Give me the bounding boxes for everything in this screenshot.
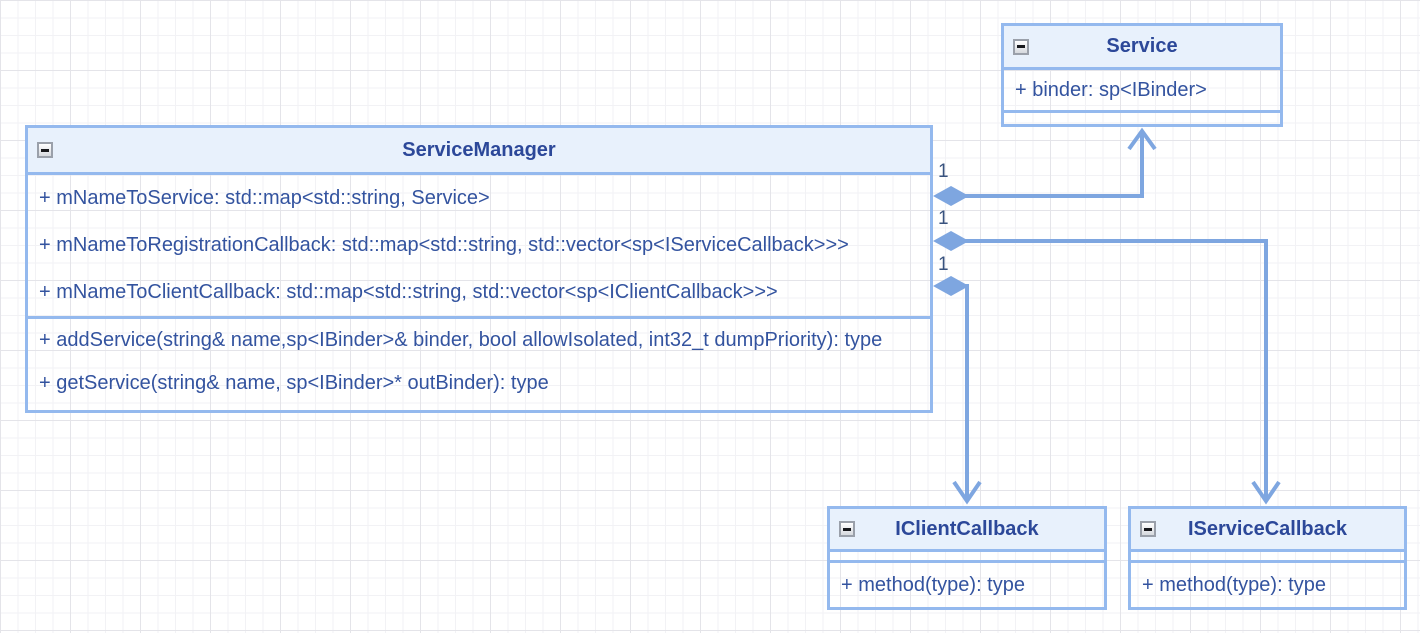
class-title[interactable]: Service [1106,35,1178,57]
open-arrowhead-down-icon [1251,480,1281,505]
open-arrowhead-up-icon [1127,127,1157,151]
collapse-icon[interactable] [37,142,53,158]
edge-line[interactable] [958,284,969,498]
aggregation-diamond-icon [933,276,969,296]
class-iclientcallback-header[interactable]: IClientCallback [830,509,1104,552]
method-row[interactable]: + method(type): type [841,573,1025,596]
aggregation-diamond-icon [933,231,969,251]
collapse-icon[interactable] [1140,521,1156,537]
collapse-icon[interactable] [1013,38,1029,55]
empty-methods-compartment [1004,110,1280,124]
method-row[interactable]: + method(type): type [1142,573,1326,596]
class-title[interactable]: IServiceCallback [1188,517,1347,540]
attribute-row[interactable]: + mNameToRegistrationCallback: std::map<… [39,234,849,256]
multiplicity-label-service[interactable]: 1 [938,161,949,182]
class-servicemanager[interactable]: ServiceManager + mNameToService: std::ma… [25,125,933,413]
empty-attributes-compartment [1131,552,1404,563]
class-iclientcallback[interactable]: IClientCallback + method(type): type [827,506,1107,610]
class-title[interactable]: ServiceManager [402,138,556,161]
class-service-header[interactable]: Service [1004,26,1280,70]
aggregation-diamond-icon [933,186,969,206]
edge-line[interactable] [960,133,1144,198]
multiplicity-label-iclientcallback[interactable]: 1 [938,254,949,275]
class-service[interactable]: Service + binder: sp<IBinder> [1001,23,1283,127]
class-title[interactable]: IClientCallback [895,517,1039,540]
edge-servicemanager-service[interactable] [933,127,1157,206]
attribute-row[interactable]: + mNameToClientCallback: std::map<std::s… [39,281,778,303]
collapse-icon[interactable] [839,521,855,537]
edge-servicemanager-iservicecallback[interactable] [933,231,1281,505]
class-servicemanager-header[interactable]: ServiceManager [28,128,930,175]
method-row[interactable]: + addService(string& name,sp<IBinder>& b… [28,316,930,361]
attribute-row[interactable]: + binder: sp<IBinder> [1015,78,1207,101]
attribute-row[interactable]: + mNameToService: std::map<std::string, … [39,187,490,209]
multiplicity-label-iservicecallback[interactable]: 1 [938,208,949,229]
class-iservicecallback[interactable]: IServiceCallback + method(type): type [1128,506,1407,610]
edge-servicemanager-iclientcallback[interactable] [933,276,982,505]
open-arrowhead-down-icon [952,480,982,505]
class-iservicecallback-header[interactable]: IServiceCallback [1131,509,1404,552]
method-row[interactable]: + getService(string& name, sp<IBinder>* … [39,372,549,394]
edge-line[interactable] [960,239,1268,498]
empty-attributes-compartment [830,552,1104,563]
